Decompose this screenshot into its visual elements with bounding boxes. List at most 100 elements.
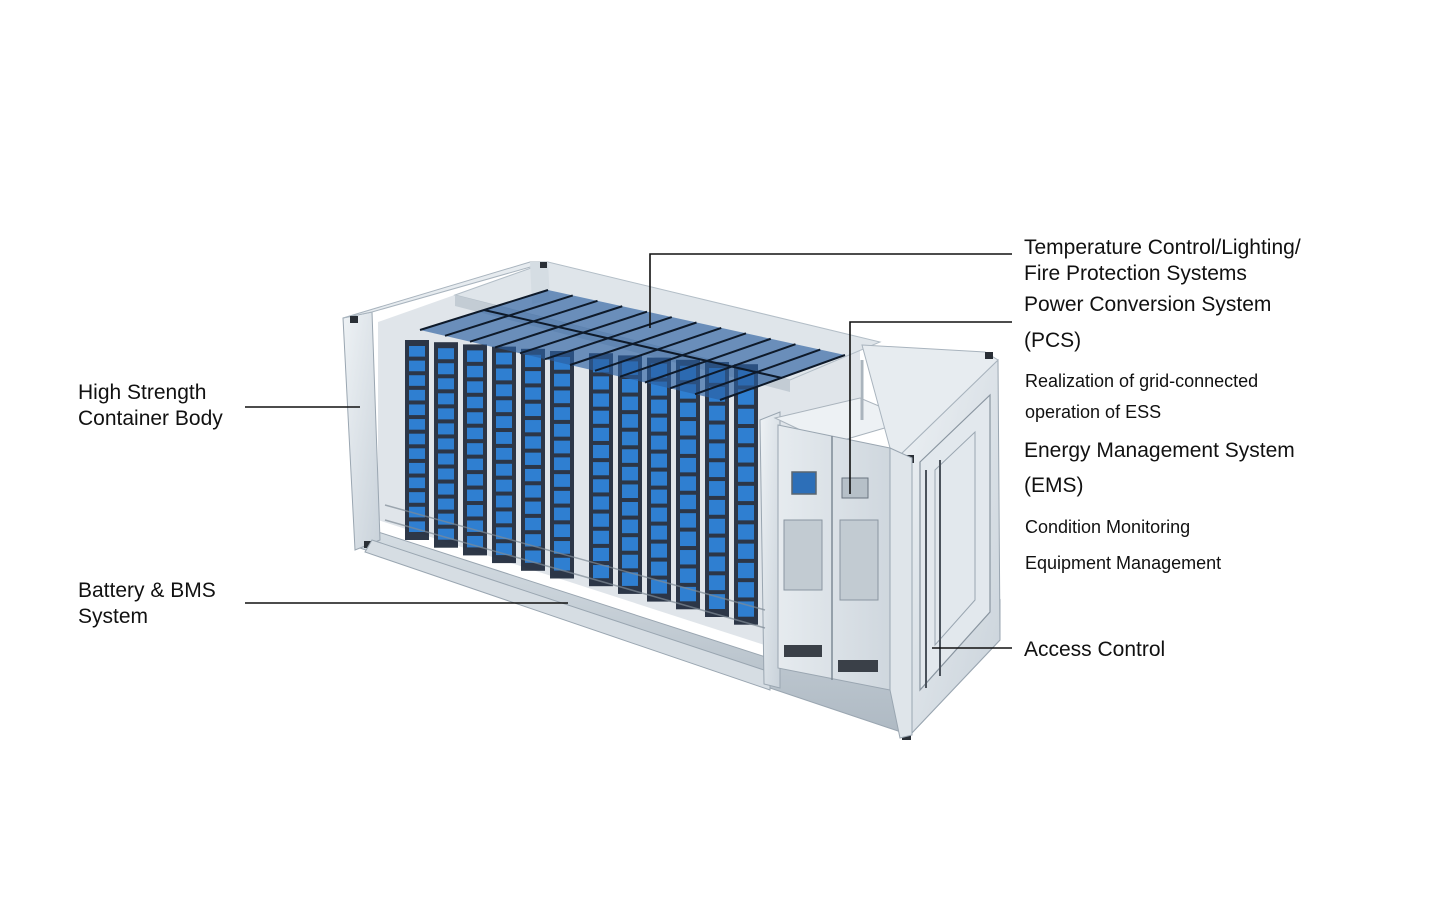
- battery-module: [554, 407, 570, 420]
- battery-module: [467, 350, 483, 362]
- battery-module: [525, 420, 541, 433]
- battery-module: [593, 530, 609, 544]
- roof-rack-line: [483, 309, 783, 379]
- battery-module: [622, 502, 638, 516]
- battery-module: [467, 535, 483, 548]
- battery-module: [622, 378, 638, 393]
- battery-module: [680, 568, 696, 583]
- label-battery-bms: Battery & BMS System: [78, 578, 216, 630]
- battery-module: [467, 365, 483, 378]
- battery-module: [525, 468, 541, 482]
- battery-module: [525, 501, 541, 514]
- container-right-top-rail: [861, 344, 999, 456]
- battery-module: [409, 477, 425, 489]
- battery-module: [467, 427, 483, 440]
- battery-module: [593, 496, 609, 510]
- battery-module: [525, 371, 541, 384]
- battery-module: [496, 416, 512, 429]
- battery-module: [525, 387, 541, 400]
- pcs-ems-cabinet: [773, 360, 914, 691]
- access-door-panel: [934, 430, 976, 647]
- battery-module: [554, 474, 570, 487]
- leader-lines: [245, 253, 1012, 649]
- roof-rack-line: [719, 354, 846, 401]
- battery-module: [709, 481, 725, 496]
- battery-module: [438, 513, 454, 525]
- battery-module: [554, 440, 570, 454]
- battery-module: [554, 541, 570, 554]
- battery-module: [593, 427, 609, 441]
- battery-module: [709, 575, 725, 591]
- battery-module: [525, 452, 541, 465]
- hmi-screen: [791, 471, 817, 495]
- battery-module: [709, 462, 725, 478]
- battery-module: [496, 511, 512, 524]
- label-line: System: [78, 605, 149, 628]
- battery-module: [409, 521, 425, 532]
- label-ems-function: Condition Monitoring: [1025, 517, 1191, 537]
- battery-module: [738, 466, 754, 482]
- corner-casting: [350, 316, 358, 323]
- battery-module: [525, 354, 541, 368]
- container-right-end: [861, 344, 1001, 740]
- battery-module: [525, 403, 541, 417]
- corner-casting: [364, 541, 372, 548]
- battery-module: [738, 447, 754, 463]
- battery-module: [496, 368, 512, 381]
- front-rail: [384, 519, 766, 629]
- battery-module: [709, 556, 725, 572]
- container-divider-post: [759, 411, 781, 689]
- battery-module: [467, 520, 483, 532]
- battery-module: [438, 423, 454, 435]
- battery-module: [651, 471, 667, 486]
- battery-module: [593, 547, 609, 562]
- battery-module: [496, 543, 512, 556]
- battery-module: [622, 484, 638, 499]
- access-door: [919, 393, 991, 692]
- cabinet-window: [839, 519, 879, 601]
- battery-module: [409, 506, 425, 518]
- battery-module: [554, 524, 570, 538]
- battery-module: [622, 466, 638, 481]
- battery-module: [651, 489, 667, 504]
- battery-module: [525, 550, 541, 563]
- battery-module: [438, 363, 454, 375]
- battery-module: [554, 423, 570, 437]
- battery-module: [651, 453, 667, 468]
- battery-module: [409, 419, 425, 430]
- battery-module: [738, 582, 754, 598]
- battery-module: [496, 352, 512, 365]
- battery-module: [593, 513, 609, 527]
- battery-module: [409, 404, 425, 416]
- label-temperature-control: Temperature Control/Lighting/ Fire Prote…: [1024, 235, 1301, 287]
- battery-module: [709, 405, 725, 421]
- battery-module: [738, 562, 754, 579]
- battery-module: [496, 463, 512, 476]
- battery-module: [409, 433, 425, 445]
- battery-module: [554, 373, 570, 387]
- battery-module: [525, 517, 541, 531]
- battery-module: [622, 396, 638, 411]
- battery-module: [651, 579, 667, 594]
- battery-module: [554, 490, 570, 504]
- battery-module: [651, 435, 667, 450]
- battery-module: [593, 462, 609, 476]
- label-container-body: High Strength Container Body: [78, 380, 223, 432]
- battery-module: [651, 417, 667, 432]
- label-line: Battery & BMS: [78, 579, 216, 602]
- battery-module: [680, 531, 696, 547]
- battery-module: [467, 458, 483, 471]
- battery-module: [525, 436, 541, 449]
- battery-module: [680, 402, 696, 418]
- label-ems-title: Energy Management System: [1024, 439, 1295, 462]
- battery-module: [680, 494, 696, 510]
- battery-module: [467, 412, 483, 424]
- battery-module: [738, 428, 754, 444]
- battery-module: [651, 561, 667, 576]
- battery-module: [438, 393, 454, 405]
- battery-module: [738, 389, 754, 405]
- battery-module: [438, 378, 454, 390]
- battery-module: [496, 432, 512, 444]
- battery-module: [651, 543, 667, 558]
- battery-module: [709, 443, 725, 459]
